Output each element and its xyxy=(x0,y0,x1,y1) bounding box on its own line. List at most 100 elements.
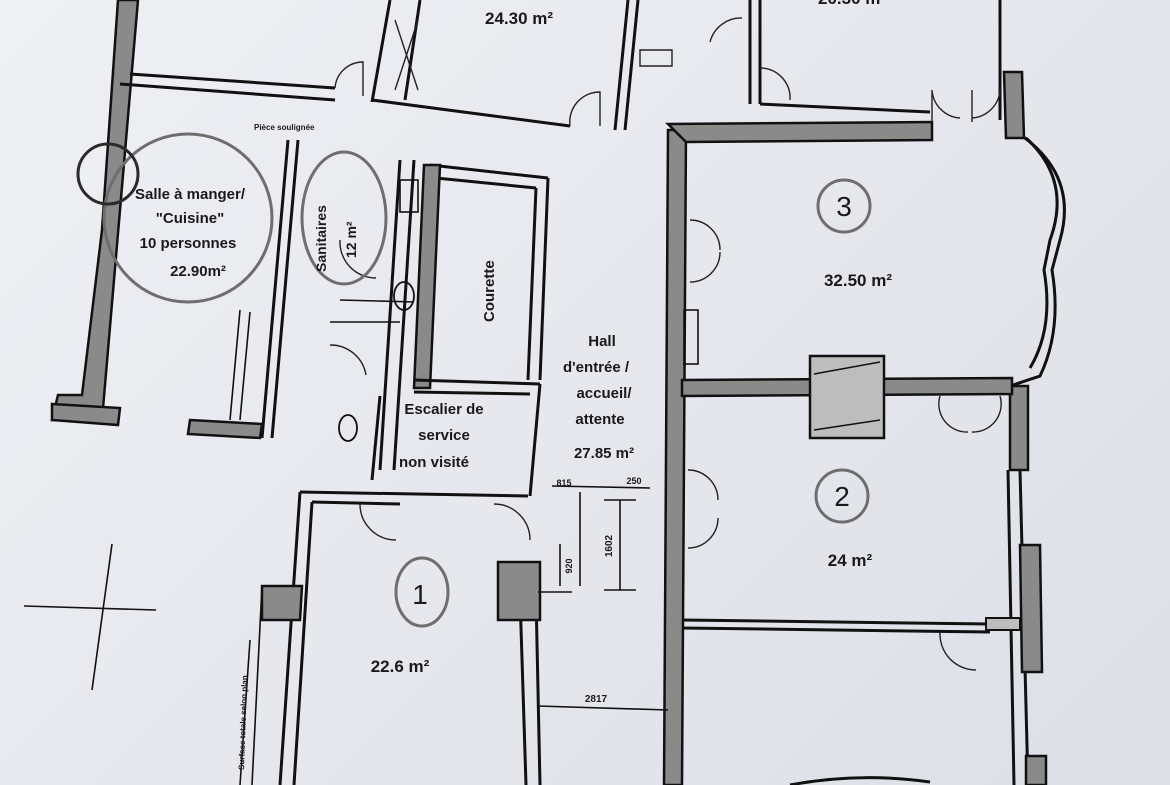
courtyard-right-wall xyxy=(538,177,550,381)
room2-double-door xyxy=(687,469,719,549)
room1-right-wall xyxy=(518,595,528,785)
top-room-right-wall xyxy=(613,0,630,131)
dining-bottom-wall xyxy=(50,402,122,427)
room3-bay-window xyxy=(1009,126,1066,388)
room1-right-wall-inner xyxy=(534,595,542,785)
dining-stair-mark xyxy=(229,309,241,421)
dimension-920: 920 xyxy=(564,558,574,573)
bottom-fixture xyxy=(789,776,931,785)
room2-bottom-wall-inner xyxy=(681,626,991,634)
hall-room1-door xyxy=(493,503,531,541)
chimney-line-2 xyxy=(813,419,881,431)
dimension-815: 815 xyxy=(556,478,571,488)
room3-bay-window-inner xyxy=(1024,136,1059,369)
stair-label-line3: non visité xyxy=(399,454,469,471)
room2-right-stub xyxy=(985,617,1021,631)
top-room-left-wall-inner xyxy=(403,0,422,101)
dining-label-line3: 10 personnes xyxy=(140,235,237,252)
stair-right-wall xyxy=(528,383,542,497)
margin-vertical-note: Surface totale selon plan xyxy=(237,675,249,770)
dining-label-line1: Salle à manger/ xyxy=(135,186,246,203)
room2-bottom-door xyxy=(939,631,977,671)
courtyard-left-wall xyxy=(412,163,442,390)
room1-left-wall xyxy=(278,491,302,785)
corridor-note-label: Pièce soulignée xyxy=(254,123,315,132)
hall-label-line1: Hall xyxy=(588,333,616,350)
left-margin-line xyxy=(251,585,263,785)
room1-left-pillar xyxy=(260,584,304,622)
sanitary-left-wall xyxy=(260,139,290,439)
courtyard-label: Courette xyxy=(481,260,498,322)
corridor-top-wall-inner xyxy=(119,82,336,102)
hall-bottom-line xyxy=(537,705,669,711)
dim-line-horizontal xyxy=(551,485,651,489)
dining-small-circle xyxy=(76,142,140,206)
top-center-area-label: 24.30 m² xyxy=(485,9,553,28)
corridor-top-wall xyxy=(129,72,336,90)
courtyard-bottom-wall xyxy=(413,378,541,386)
room2-area: 24 m² xyxy=(828,551,873,570)
room1-door xyxy=(359,503,397,541)
room1-top-wall xyxy=(299,490,529,498)
dining-stair-mark-2 xyxy=(239,311,251,421)
dimension-250: 250 xyxy=(626,476,641,486)
sanitary-label-line1: Sanitaires xyxy=(313,205,329,272)
room2-bottom-wall xyxy=(681,618,991,626)
room2-right-pillar xyxy=(1018,543,1044,674)
sanitary-door xyxy=(329,344,367,376)
top-room-right-wall-inner xyxy=(623,0,640,131)
dining-bottom-wall-2 xyxy=(186,418,264,440)
room3-top-wall xyxy=(665,120,934,144)
door-arc-top-right xyxy=(709,17,743,43)
dimension-2817: 2817 xyxy=(585,694,608,705)
left-margin-line-2 xyxy=(239,639,251,785)
room1-top-wall-inner xyxy=(311,500,401,506)
courtyard-bottom-wall-inner xyxy=(413,390,531,396)
top-right-room-bottom xyxy=(759,102,931,114)
bay-top-pillar xyxy=(1002,70,1026,140)
door-arc-top-room xyxy=(569,91,601,127)
hall-label-area: 27.85 m² xyxy=(574,445,634,462)
stair-label-line2: service xyxy=(418,427,470,444)
top-room-left-wall xyxy=(370,0,392,103)
dining-label-line4: 22.90m² xyxy=(170,263,226,280)
bay-bottom-pillar xyxy=(1008,384,1030,472)
top-room-bottom-wall xyxy=(371,98,571,128)
door-arc-corridor xyxy=(334,61,364,96)
room1-number: 1 xyxy=(412,579,428,610)
top-room-cross xyxy=(394,19,419,91)
door-arc-top-right-2 xyxy=(759,67,791,101)
stair-left-wall xyxy=(370,395,382,481)
hall-label-line2: d'entrée / xyxy=(563,359,630,376)
room1-left-wall-inner xyxy=(292,501,314,785)
room3-number: 3 xyxy=(836,191,852,222)
sanitary-circle-annotation xyxy=(300,150,388,286)
toilet-bowl-2 xyxy=(338,414,358,442)
courtyard-right-wall-inner xyxy=(526,187,538,381)
hall-label-line3: accueil/ xyxy=(576,385,632,402)
compass-horizontal xyxy=(23,605,157,611)
bottom-right-pillar xyxy=(1024,754,1048,785)
room1-number-circle xyxy=(394,556,450,628)
room3-double-door xyxy=(689,219,721,283)
room3-area: 32.50 m² xyxy=(824,271,892,290)
dining-circle-annotation xyxy=(102,132,274,304)
room1-pillar xyxy=(496,560,542,622)
hall-label-line4: attente xyxy=(575,411,624,428)
toilet-bowl-1 xyxy=(393,281,415,311)
room2-top-double-door xyxy=(938,395,1002,433)
compass-vertical xyxy=(91,543,113,691)
room3-number-circle xyxy=(816,178,872,234)
room3-top-double-door xyxy=(931,89,1001,122)
sanitary-left-wall-inner xyxy=(270,139,300,439)
room3-radiator xyxy=(683,309,699,365)
sanitary-door-2 xyxy=(339,239,377,279)
room2-number: 2 xyxy=(834,481,850,512)
dimension-1602: 1602 xyxy=(604,534,615,557)
sanitary-partition xyxy=(339,299,415,303)
door-frame-top xyxy=(639,49,673,67)
stair-label-line1: Escalier de xyxy=(404,401,483,418)
top-right-area-label: 20.30 m² xyxy=(818,0,886,8)
